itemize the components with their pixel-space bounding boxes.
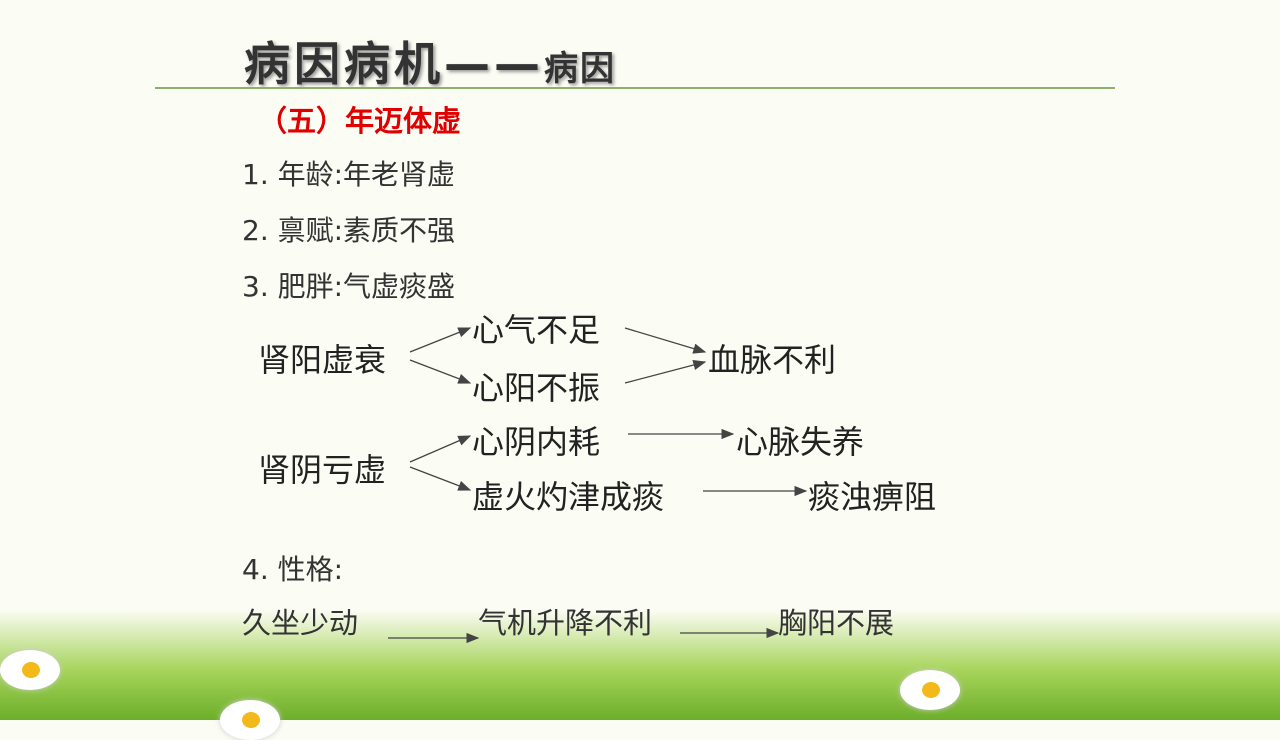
section-heading: （五）年迈体虚: [258, 104, 462, 138]
title-divider: [155, 87, 1115, 89]
yin-b-result: 痰浊痹阻: [808, 478, 937, 516]
arrow: [624, 327, 707, 354]
yin-a: 心阴内耗: [472, 423, 601, 461]
list-item: 4. 性格:: [242, 553, 344, 586]
slide-title: 病因病机——病因: [244, 28, 616, 94]
grass-decoration: [0, 610, 1280, 720]
list-item: 2. 禀赋:素质不强: [242, 214, 456, 247]
arrow: [409, 435, 472, 463]
title-sub: 病因: [544, 49, 616, 89]
yang-a: 心气不足: [472, 311, 601, 349]
arrow: [624, 359, 707, 384]
arrow: [409, 359, 472, 384]
flower-decoration: [0, 650, 60, 690]
title-main: 病因病机: [244, 37, 444, 91]
personality-b: 气机升降不利: [478, 606, 653, 640]
yin-root: 肾阴亏虚: [258, 451, 387, 489]
yang-result: 血脉不利: [708, 341, 837, 379]
yin-b: 虚火灼津成痰: [472, 478, 665, 516]
list-item: 1. 年龄:年老肾虚: [242, 158, 456, 191]
yin-a-result: 心脉失养: [736, 423, 865, 461]
arrow: [409, 466, 472, 491]
arrow: [409, 327, 472, 353]
personality-c: 胸阳不展: [778, 606, 895, 640]
personality-a: 久坐少动: [242, 606, 359, 640]
flower-decoration: [900, 670, 960, 710]
title-dash: ——: [444, 37, 544, 91]
yang-b: 心阳不振: [472, 369, 601, 407]
yang-root: 肾阳虚衰: [258, 341, 387, 379]
list-item: 3. 肥胖:气虚痰盛: [242, 270, 456, 303]
diagram-arrows: [388, 327, 808, 644]
